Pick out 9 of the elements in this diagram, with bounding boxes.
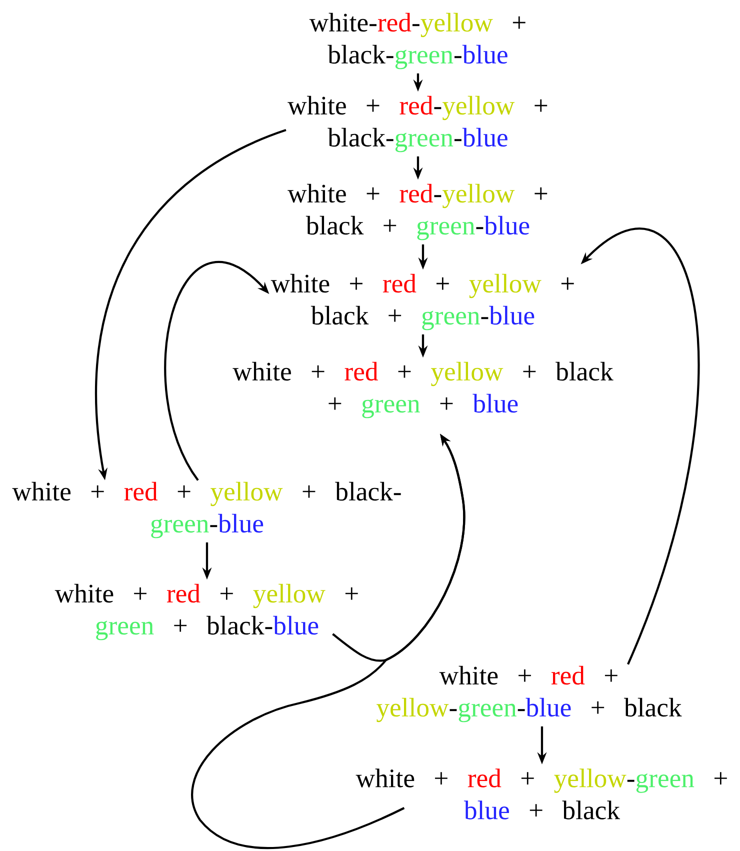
mixture-text: white-red-yellow + black-green-blue [309, 12, 526, 70]
mixture-text: white + red + yellow + black- green-blue [12, 482, 401, 538]
mixture-text: white + red + yellow-green + blue + black [356, 768, 727, 820]
mixture-text: white + red + yellow + green + black-blue [54, 584, 358, 640]
mixture-text: white + red + yellow + black + green-blue [270, 274, 574, 330]
mixture-text: white + red-yellow + black + green-blue [288, 184, 548, 240]
mixture-text: white + red-yellow + black-green-blue [288, 96, 548, 152]
mixture-text: white + red + yellow-green-blue + black [376, 666, 682, 722]
mixture-text: white + red + yellow + black + green + blue [232, 362, 614, 418]
